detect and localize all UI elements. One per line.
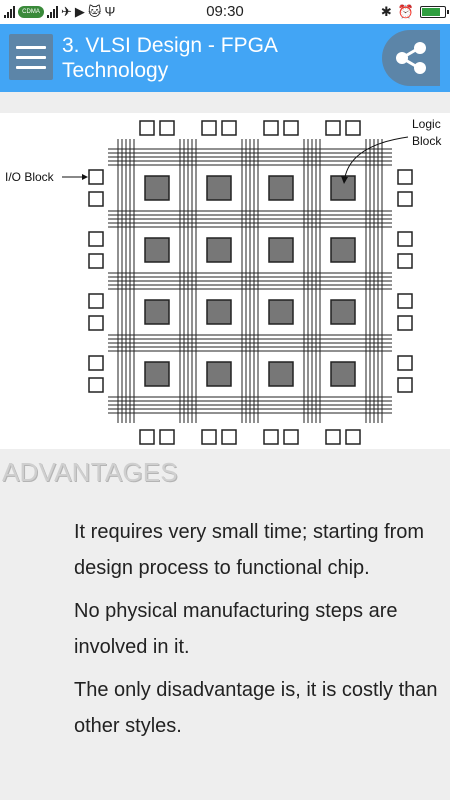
logic-block: [144, 361, 170, 387]
routing-channels: [108, 139, 392, 423]
logic-block: [144, 299, 170, 325]
logic-block: [206, 237, 232, 263]
logic-blocks: [140, 171, 360, 391]
io-block-label: I/O Block: [5, 170, 55, 184]
io-pad-left: [88, 293, 104, 309]
share-button[interactable]: [382, 30, 440, 86]
io-pad-right: [397, 377, 413, 393]
io-pad-left: [88, 315, 104, 331]
fpga-architecture-svg: I/O Block Logic Block: [5, 117, 442, 445]
logic-block: [206, 361, 232, 387]
cat-icon: 🐱: [87, 4, 102, 19]
io-pad-right: [397, 293, 413, 309]
status-bar: CDMA ✈ ▶ 🐱 Ψ 09:30 ✱ ⏰: [0, 0, 450, 24]
signal-strength-icon-2: [47, 6, 58, 18]
io-pad-right: [397, 315, 413, 331]
io-pad-left: [88, 377, 104, 393]
io-pad-right: [397, 169, 413, 185]
logic-block-label-2: Block: [412, 134, 442, 148]
logic-block: [206, 299, 232, 325]
io-pad-right: [397, 231, 413, 247]
io-pad-top: [159, 120, 175, 136]
io-pad-bottom: [283, 429, 299, 445]
status-right-icons: ✱ ⏰: [380, 3, 449, 21]
logic-block: [330, 299, 356, 325]
status-left-icons: CDMA ✈ ▶ 🐱 Ψ: [4, 3, 115, 21]
alarm-icon: ⏰: [397, 4, 414, 19]
io-block-arrowhead: [82, 174, 88, 180]
io-pad-right: [397, 191, 413, 207]
io-pad-left: [88, 169, 104, 185]
io-pad-top: [345, 120, 361, 136]
io-pad-left: [88, 191, 104, 207]
io-pad-bottom: [159, 429, 175, 445]
io-pad-top: [139, 120, 155, 136]
carrier-logo: CDMA: [18, 6, 44, 18]
io-pad-top: [263, 120, 279, 136]
advantage-paragraph: No physical manufacturing steps are invo…: [74, 600, 398, 658]
io-pad-left: [88, 231, 104, 247]
io-pad-bottom: [201, 429, 217, 445]
usb-icon: Ψ: [104, 4, 116, 19]
io-pad-right: [397, 355, 413, 371]
logic-block: [268, 237, 294, 263]
io-pad-top: [325, 120, 341, 136]
hamburger-line: [16, 65, 46, 69]
signal-strength-icon: [4, 6, 15, 18]
share-icon: [396, 42, 426, 74]
logic-block: [330, 361, 356, 387]
notification-icon: ✈: [61, 4, 72, 19]
bluetooth-icon: ✱: [380, 4, 392, 19]
io-pad-top: [221, 120, 237, 136]
hamburger-line: [16, 55, 46, 59]
app-bar: 3. VLSI Design - FPGA Technology: [0, 24, 450, 92]
io-pad-bottom: [345, 429, 361, 445]
logic-block-arrowhead: [341, 176, 348, 184]
hamburger-menu-icon: [16, 45, 46, 49]
advantages-content: It requires very small time; starting fr…: [74, 514, 444, 751]
io-pad-bottom: [263, 429, 279, 445]
io-pad-bottom: [139, 429, 155, 445]
logic-block-label-1: Logic: [412, 117, 441, 131]
status-time: 09:30: [206, 3, 244, 20]
io-pad-right: [397, 253, 413, 269]
section-heading: ADVANTAGES: [2, 457, 178, 487]
play-store-icon: ▶: [74, 4, 85, 19]
logic-block: [268, 175, 294, 201]
io-pad-top: [201, 120, 217, 136]
logic-block: [144, 237, 170, 263]
fpga-diagram: I/O Block Logic Block: [0, 113, 450, 449]
io-pad-top: [283, 120, 299, 136]
advantage-paragraph: The only disadvantage is, it is costly t…: [74, 679, 438, 737]
io-pad-left: [88, 355, 104, 371]
menu-button[interactable]: [9, 34, 53, 80]
io-pad-bottom: [221, 429, 237, 445]
logic-block: [206, 175, 232, 201]
battery-icon: [420, 6, 449, 18]
logic-block: [268, 299, 294, 325]
io-pad-bottom: [325, 429, 341, 445]
io-pad-left: [88, 253, 104, 269]
logic-block: [268, 361, 294, 387]
logic-block: [144, 175, 170, 201]
advantage-paragraph: It requires very small time; starting fr…: [74, 521, 425, 579]
logic-block-arrow: [344, 136, 409, 178]
io-pads: [88, 120, 413, 445]
page-title: 3. VLSI Design - FPGA Technology: [62, 34, 277, 82]
logic-block: [330, 237, 356, 263]
